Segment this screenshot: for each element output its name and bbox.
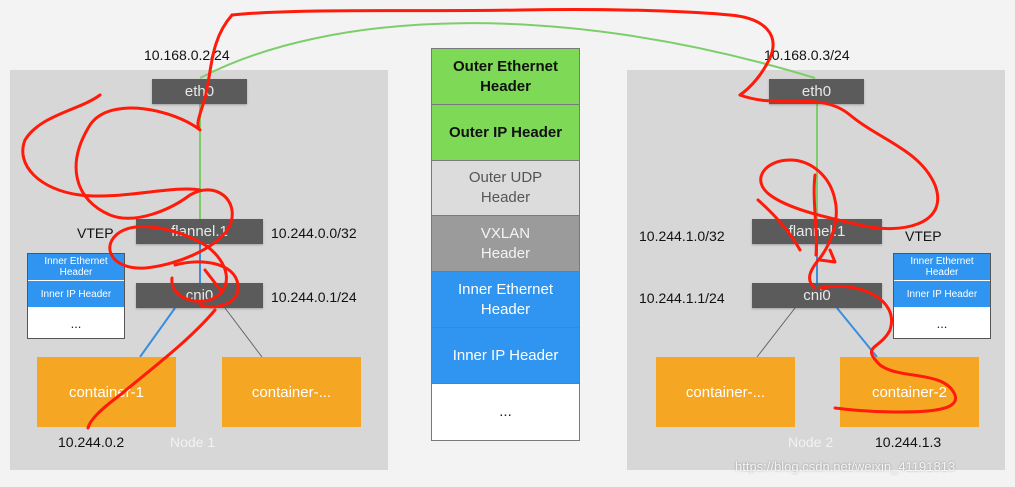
tunnel-link <box>199 22 816 79</box>
node2-vtep-label: VTEP <box>905 228 942 244</box>
node1-mini-inner-ethernet: Inner Ethernet Header <box>28 254 124 281</box>
node1-mini-inner-ip: Inner IP Header <box>28 281 124 308</box>
node2-mini-inner-ethernet: Inner Ethernet Header <box>894 254 990 281</box>
node2-cni0-container2-link <box>836 307 878 358</box>
node2-cni0-ip: 10.244.1.1/24 <box>639 290 725 306</box>
packet-outer-udp-header: Outer UDP Header <box>432 161 579 216</box>
node2-container-ip: 10.244.1.3 <box>875 434 942 450</box>
node1-mini-packet: Inner Ethernet Header Inner IP Header ..… <box>27 253 125 339</box>
node2-cni0-device[interactable]: cni0 <box>752 283 882 308</box>
node2-eth0-ip: 10.168.0.3/24 <box>764 47 850 63</box>
watermark: https://blog.csdn.net/weixin_41191813 <box>735 459 956 474</box>
node1-cni0-ip: 10.244.0.1/24 <box>271 289 357 305</box>
node1-container-ip: 10.244.0.2 <box>58 434 125 450</box>
packet-inner-ip-header: Inner IP Header <box>432 328 579 384</box>
node1-container-2[interactable]: container-... <box>222 357 361 427</box>
node1-mini-more: ... <box>28 308 124 338</box>
annotation-arrow <box>818 248 837 264</box>
annotation-path-right <box>738 93 939 290</box>
packet-inner-ethernet-header: Inner Ethernet Header <box>432 272 579 328</box>
packet-vxlan-header: VXLAN Header <box>432 216 579 272</box>
annotation-slash-flannel <box>756 198 802 252</box>
annotation-down-stroke <box>86 308 217 430</box>
node2-label: Node 2 <box>788 434 834 450</box>
node2-mini-more: ... <box>894 308 990 338</box>
node1-label: Node 1 <box>170 434 216 450</box>
node1-vtep-label: VTEP <box>77 225 114 241</box>
node2-flannel-ip: 10.244.1.0/32 <box>639 228 725 244</box>
node2-container-1[interactable]: container-... <box>656 357 795 427</box>
node1-eth0-ip: 10.168.0.2/24 <box>144 47 230 63</box>
annotation-path-right-loop <box>818 284 957 414</box>
annotation-scribble-node1 <box>74 13 234 303</box>
annotation-scribble-node1-cni <box>173 260 240 309</box>
packet-outer-ethernet-header: Outer Ethernet Header <box>432 49 579 105</box>
packet-more: ... <box>432 384 579 440</box>
annotation-scribble-node1-loop <box>21 93 202 198</box>
packet-stack: Outer Ethernet Header Outer IP Header Ou… <box>431 48 580 441</box>
node1-cni0-container1-link <box>139 307 176 358</box>
annotation-x-mark <box>203 268 224 294</box>
node2-container-2[interactable]: container-2 <box>840 357 979 427</box>
node1-container-1[interactable]: container-1 <box>37 357 176 427</box>
packet-outer-ip-header: Outer IP Header <box>432 105 579 161</box>
node1-flannel-ip: 10.244.0.0/32 <box>271 225 357 241</box>
annotation-path-left-top <box>230 7 775 97</box>
node1-cni0-container2-link <box>224 307 263 358</box>
node2-cni0-container1-link <box>756 307 796 358</box>
annotation-vertical <box>812 173 818 257</box>
node2-mini-packet: Inner Ethernet Header Inner IP Header ..… <box>893 253 991 339</box>
node1-flannel-device[interactable]: flannel.1 <box>136 219 263 244</box>
node2-mini-inner-ip: Inner IP Header <box>894 281 990 308</box>
